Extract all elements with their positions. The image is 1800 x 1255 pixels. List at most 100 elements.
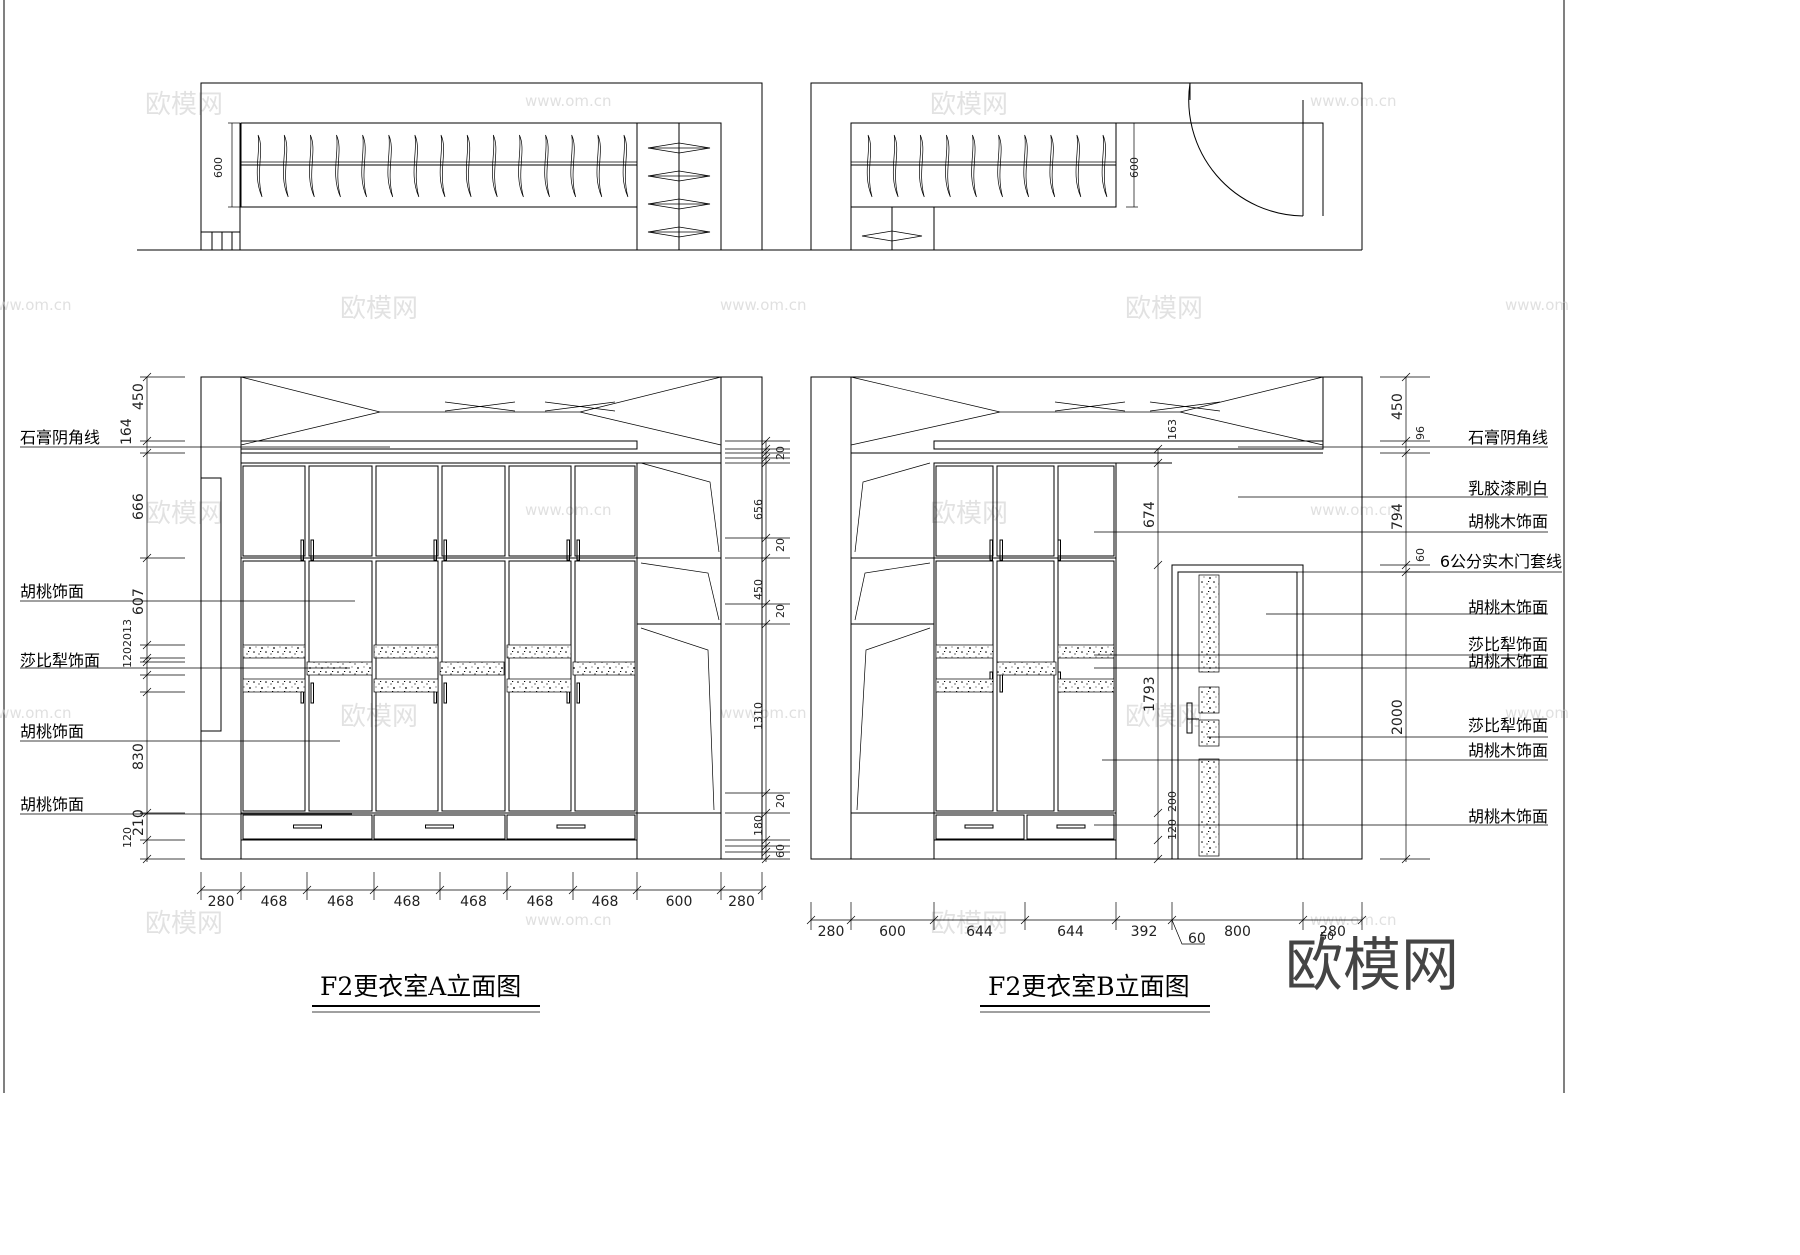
dim-tick [1153, 835, 1163, 845]
door-handle [310, 682, 314, 704]
dim-tick [1357, 915, 1367, 925]
watermark-url: www.om.cn [720, 704, 807, 722]
dim-label: 830 [131, 743, 147, 770]
sapele-strip [935, 644, 994, 659]
dim-label: 20 [774, 794, 787, 808]
sapele-strip [439, 661, 505, 676]
dim-tick [1298, 915, 1308, 925]
dim-label: 600 [879, 924, 906, 940]
dim-tick [1153, 458, 1163, 468]
dim-label: 120 [121, 827, 134, 848]
sheet-border [3, 0, 1565, 1093]
dim-tick [929, 915, 939, 925]
dim-label: 1202013 [121, 619, 134, 668]
upper-door [935, 465, 994, 557]
upper-door [508, 465, 572, 557]
drawer-handle [425, 824, 454, 829]
dim-tick [761, 835, 771, 845]
lower-door [441, 560, 506, 812]
dim-tick [142, 553, 152, 563]
plan-a-dim: 600 [212, 157, 225, 178]
callout-labels: 石膏阴角线乳胶漆刷白胡桃木饰面6公分实木门套线胡桃木饰面莎比犁饰面胡桃木饰面莎比… [1440, 428, 1562, 826]
hanger-shape [283, 134, 289, 198]
door-handle [566, 539, 570, 561]
hanger-shape [544, 134, 550, 198]
sapele-strip [1057, 678, 1115, 693]
dim-label: 468 [460, 894, 487, 910]
callout-label: 石膏阴角线 [20, 428, 100, 447]
sapele-strip [1057, 644, 1115, 659]
hanger-shape [622, 134, 629, 198]
dim-tick [1401, 448, 1411, 458]
cabinet-doors [242, 465, 636, 840]
watermark-url: www.om.cn [1505, 296, 1568, 314]
hanger-shape [309, 134, 315, 198]
dim-label: 163 [1166, 419, 1179, 440]
title-a: F2更衣室A立面图 [320, 972, 521, 1001]
brand-logo: 欧模网 [1285, 931, 1459, 999]
hanger-row [866, 134, 1108, 198]
dim-tick [142, 808, 152, 818]
sapele-strip [306, 661, 373, 676]
dim-label: 200 [1166, 791, 1179, 812]
hanger-shape [1075, 134, 1082, 198]
door-handle [1186, 702, 1193, 734]
dim-label: 210 [131, 809, 147, 836]
hanger-shape [335, 134, 341, 198]
watermark-brand: 欧模网 [145, 909, 223, 939]
dim-tick [1153, 444, 1163, 454]
dim-label: 666 [131, 493, 147, 520]
dim-label: 468 [394, 894, 421, 910]
dim-tick [806, 915, 816, 925]
lower-door [996, 560, 1055, 812]
dim-label: 468 [261, 894, 288, 910]
hanger-shape [387, 134, 394, 198]
sapele-strip [242, 678, 306, 693]
dim-label: 50 [1320, 930, 1334, 943]
dim-tick [846, 915, 856, 925]
watermark-url: www.om.cn [0, 704, 72, 722]
door-handle [433, 539, 437, 561]
door-handle [989, 539, 993, 561]
plan-a: 600 [137, 82, 790, 251]
sapele-strip [373, 678, 439, 693]
drawer-handle [964, 824, 994, 829]
dim-tick [142, 436, 152, 446]
watermark-url: www.om.cn [1505, 704, 1568, 722]
dim-label: 644 [1057, 924, 1084, 940]
dim-label: 450 [131, 383, 147, 410]
drawer [373, 814, 506, 840]
dim-label: 468 [327, 894, 354, 910]
dim-tick [196, 885, 206, 895]
sapele-strip [996, 661, 1057, 676]
callout-label: 胡桃饰面 [20, 722, 84, 741]
dim-tick [1401, 372, 1411, 382]
door-handle [310, 539, 314, 561]
dim-tick [757, 885, 767, 895]
upper-door [1057, 465, 1115, 557]
hanger-shape [919, 134, 925, 198]
plan-b: 600 [790, 82, 1363, 251]
dim-tick [1401, 560, 1411, 570]
drawer [242, 814, 373, 840]
dim-label: 280 [1319, 924, 1346, 940]
dim-label: 392 [1131, 924, 1158, 940]
upper-door [574, 465, 636, 557]
dim-tick [761, 599, 771, 609]
watermark-url: www.om.cn [0, 296, 72, 314]
dim-tick [761, 436, 771, 446]
callout-label: 莎比犁饰面 [1468, 716, 1548, 735]
watermark-brand: 欧模网 [930, 499, 1008, 529]
dim-label: 20 [774, 604, 787, 618]
sapele-strip [572, 661, 636, 676]
hanger-shape [596, 134, 603, 198]
hanger-shape [997, 134, 1003, 198]
watermark-brand: 欧模网 [340, 294, 418, 324]
watermark-url: www.om.cn [1310, 501, 1397, 519]
door-handle [300, 539, 304, 561]
dim-tick [632, 885, 642, 895]
